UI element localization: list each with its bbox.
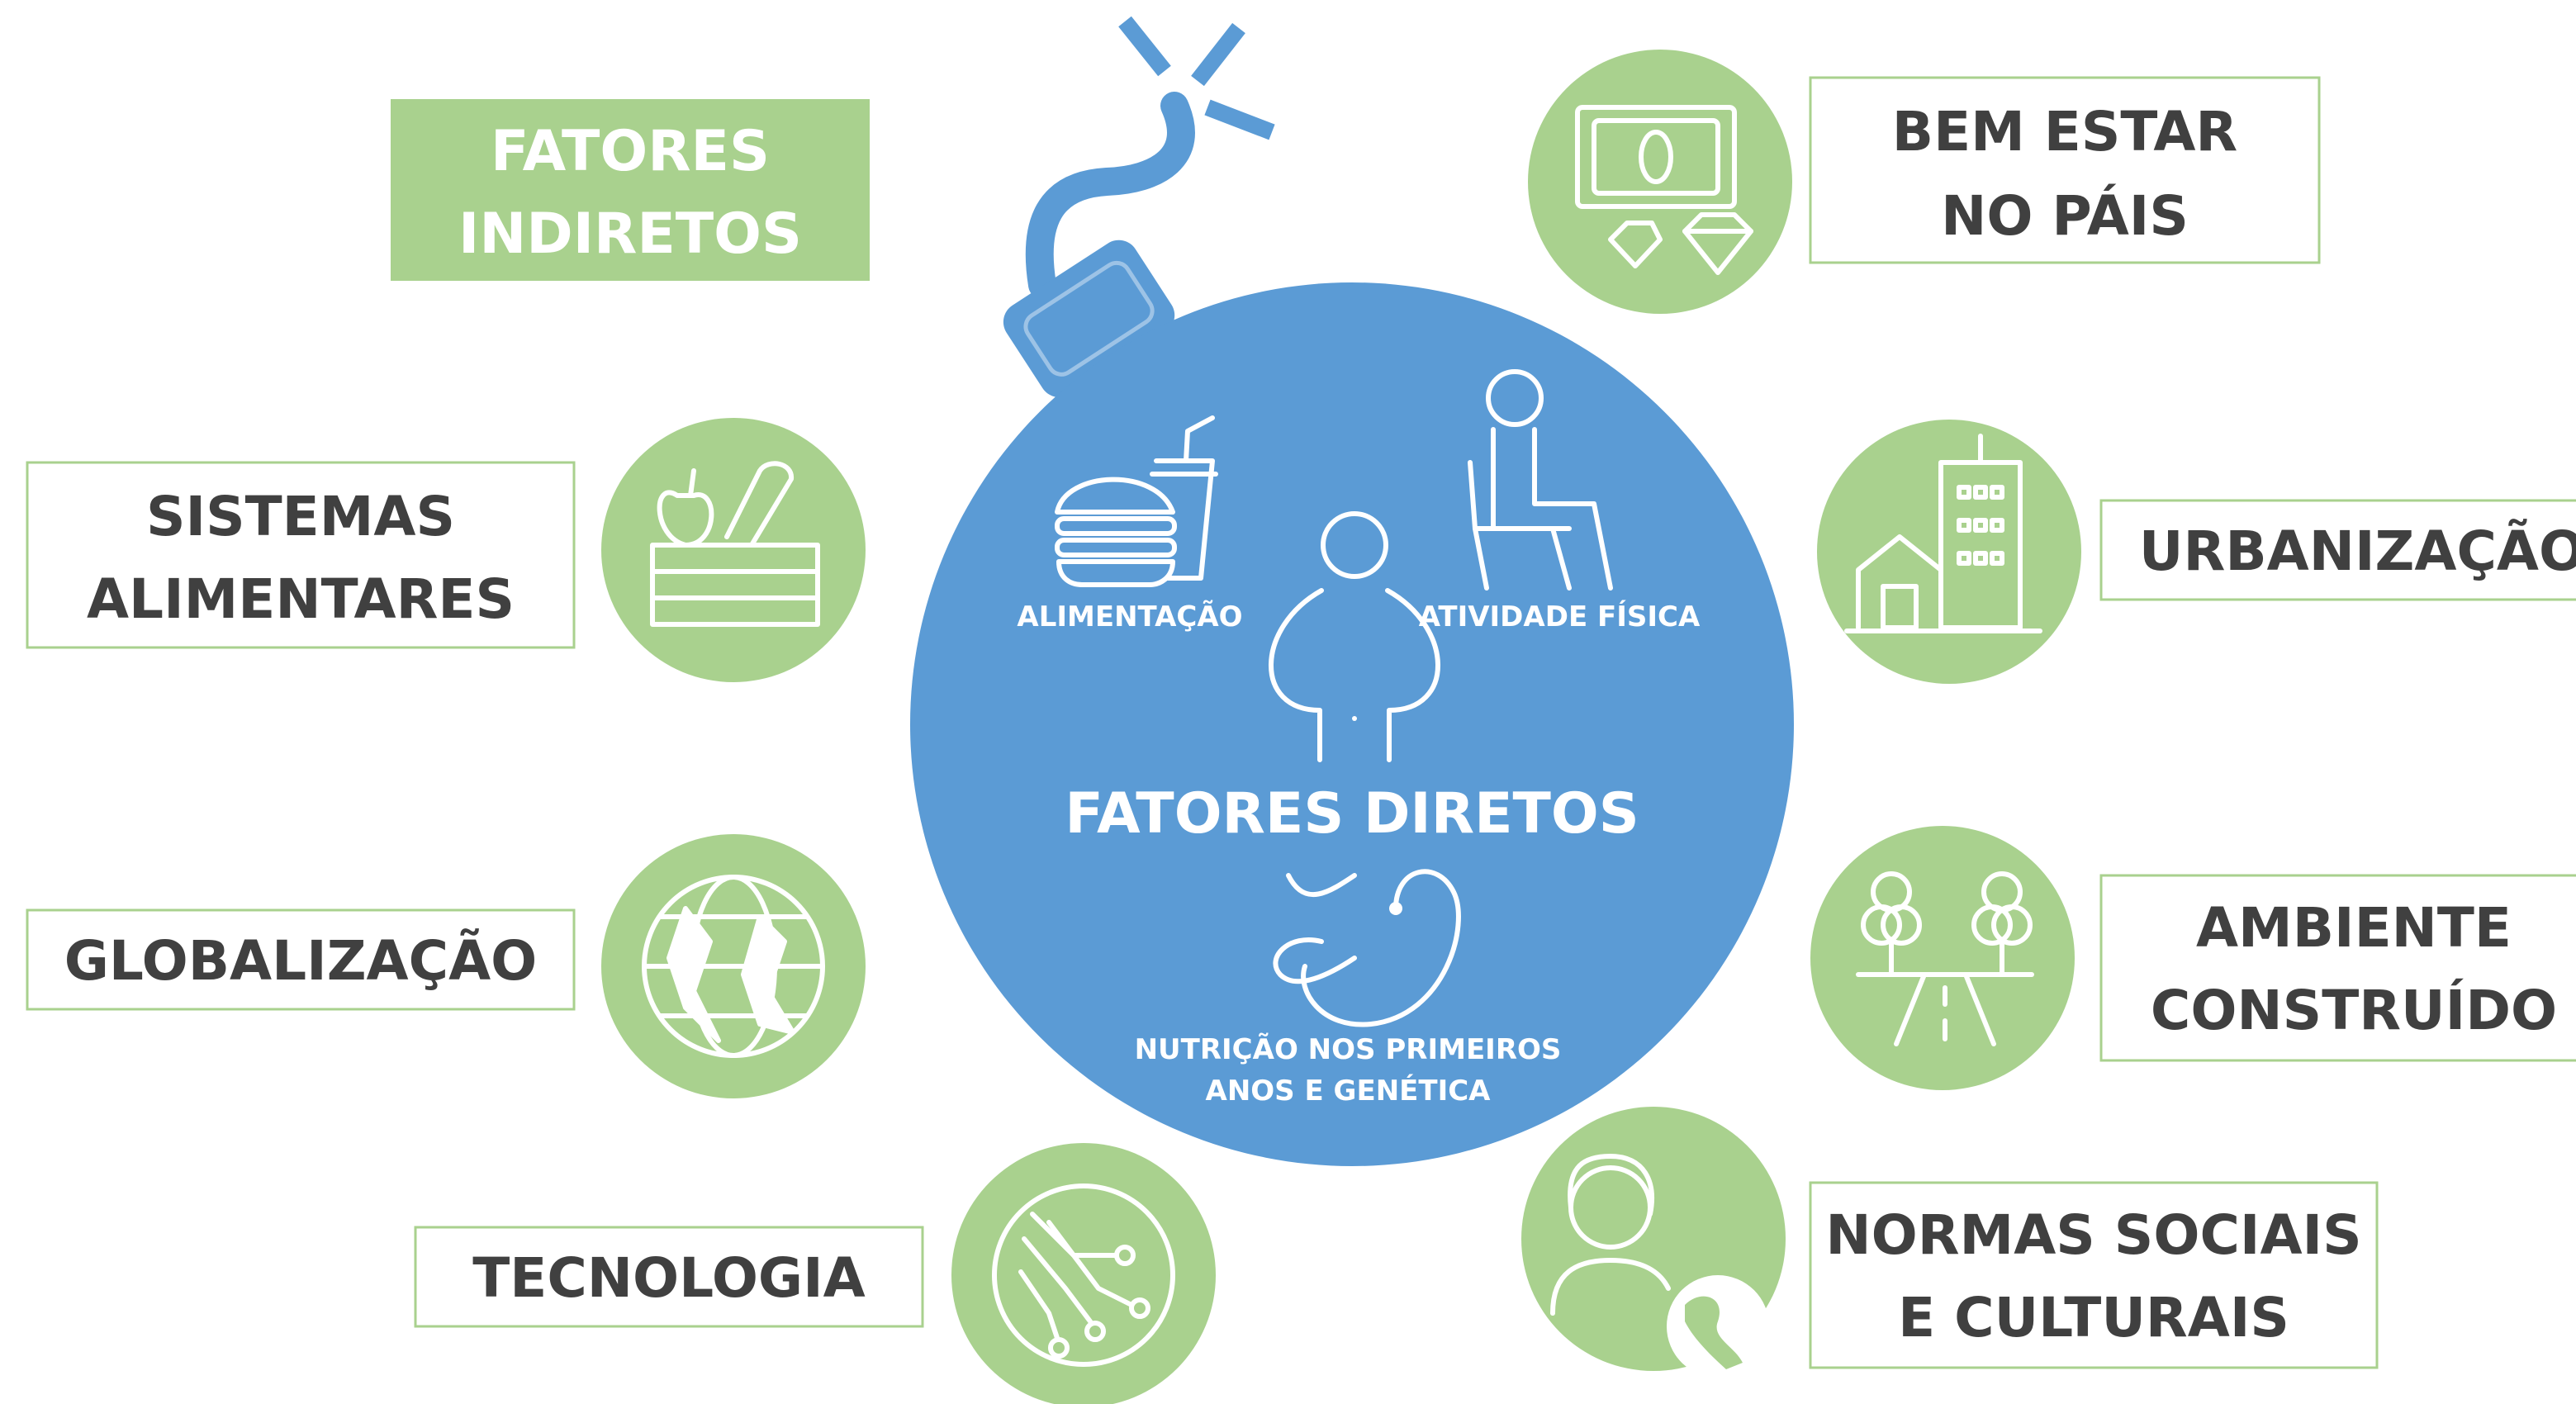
bomb: ALIMENTAÇÃO ATIVIDADE FÍSICA FATORES DIR… [910,16,1794,1166]
globe-land-icon [1685,1296,1743,1369]
person-globe-icon [1550,1154,1671,1316]
factor-bem-estar: BEM ESTAR NO PÁIS [1528,50,2321,314]
bomb-cap [1003,240,1175,397]
indirect-header-line1: FATORES [491,119,770,184]
buildings-icon [1844,434,2042,633]
factor-ambiente-construido: AMBIENTE CONSTRUÍDO [1810,826,2576,1090]
circuit-icon [992,1183,1175,1367]
bem-estar-line1: BEM ESTAR [1892,100,2237,164]
tecnologia-line1: TECNOLOGIA [472,1246,866,1310]
factor-urbanizacao: URBANIZAÇÃO [1817,420,2576,684]
direct-factors-title: FATORES DIRETOS [1065,781,1639,847]
globe-small-icon [1667,1275,1769,1378]
factor-sistemas-alimentares: SISTEMAS ALIMENTARES [26,418,866,682]
factor-tecnologia: TECNOLOGIA [414,1143,1216,1404]
normas-line2: E CULTURAIS [1898,1286,2289,1349]
globalizacao-line1: GLOBALIZAÇÃO [64,928,538,993]
indirect-header-line2: INDIRETOS [458,202,802,267]
factor-normas-sociais: NORMAS SOCIAIS E CULTURAIS [1521,1107,2379,1378]
trees-road-icon [1856,871,2034,1046]
bomb-fuse [1025,92,1195,299]
tecnologia-circle [951,1143,1216,1404]
urbanizacao-line1: URBANIZAÇÃO [2139,519,2576,583]
food-crate-icon [650,461,820,627]
food-label: ALIMENTAÇÃO [1017,600,1242,633]
burger-drink-icon [1055,415,1218,587]
sitting-person-icon [1468,369,1613,591]
factor-globalizacao: GLOBALIZAÇÃO [26,834,866,1098]
spark-icon [1118,16,1275,140]
sistemas-line2: ALIMENTARES [87,567,515,631]
money-icon [1575,105,1753,275]
ambiente-line1: AMBIENTE [2196,896,2512,960]
nutrition-label-line1: NUTRIÇÃO NOS PRIMEIROS [1135,1032,1562,1066]
bem-estar-line2: NO PÁIS [1941,183,2189,248]
activity-label: ATIVIDADE FÍSICA [1419,600,1701,633]
embryo-icon [1273,869,1461,1027]
indirect-factors-header: FATORES INDIRETOS [391,99,870,281]
person-icon [1269,511,1440,762]
urbanizacao-circle [1817,420,2081,684]
globe-icon [642,875,825,1058]
sistemas-line1: SISTEMAS [146,485,455,548]
ambiente-circle [1810,826,2075,1090]
nutrition-label-line2: ANOS E GENÉTICA [1206,1074,1492,1108]
normas-line1: NORMAS SOCIAIS [1825,1203,2361,1267]
sistemas-circle [601,418,866,682]
ambiente-line2: CONSTRUÍDO [2151,978,2557,1042]
